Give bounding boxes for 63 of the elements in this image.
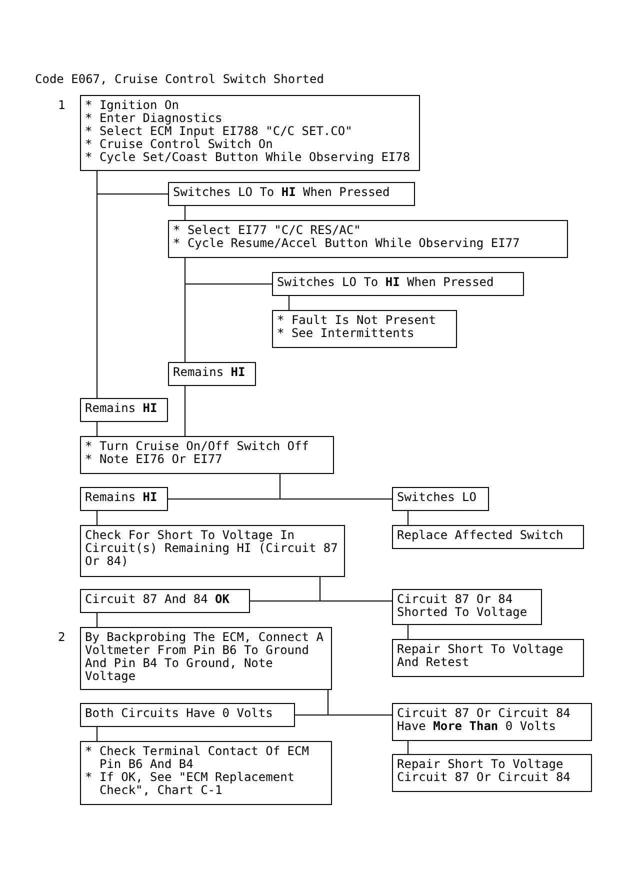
step-text: Repair Short To Voltage And Retest	[397, 643, 564, 669]
step-box	[80, 627, 332, 690]
step-text: * Turn Cruise On/Off Switch Off	[85, 440, 310, 453]
connector-line	[96, 510, 98, 526]
step-text: * Note EI76 Or EI77	[85, 453, 224, 466]
step-text: Circuit 87 Or Circuit 84 Have More Than 0 Volts	[397, 707, 572, 733]
connector-line	[96, 612, 98, 628]
step-box	[168, 182, 415, 206]
step-text: * See Intermittents	[277, 327, 416, 340]
step-box	[392, 754, 592, 792]
step-box	[392, 525, 584, 549]
step-box	[168, 220, 568, 258]
chart-title: Code E067, Cruise Control Switch Shorted	[35, 73, 324, 86]
connector-line	[320, 576, 392, 602]
step-box	[80, 703, 295, 727]
connector-line	[96, 726, 98, 742]
step-text: Remains HI	[85, 402, 158, 415]
step-box	[272, 272, 524, 296]
step-text: Circuit 87 And 84 OK	[85, 593, 230, 606]
step-text: Check For Short To Voltage In Circuit(s) Remaining HI (Circuit 87 Or 84)	[85, 529, 339, 568]
step-text: * Enter Diagnostics	[85, 112, 224, 125]
connector-line	[288, 296, 290, 310]
step-text: * Cycle Set/Coast Button While Observing EI78	[85, 151, 412, 164]
step-box	[80, 95, 420, 171]
step-box	[80, 525, 345, 577]
step-box	[392, 703, 592, 741]
connector-line	[184, 206, 186, 220]
step-box	[80, 436, 334, 474]
connector-line	[96, 422, 98, 436]
step-text: * If OK, See "ECM Replacement Check", Chart C-1	[85, 771, 296, 797]
step-text: Both Circuits Have 0 Volts	[85, 707, 274, 720]
connector-line	[96, 170, 98, 398]
step-text: * Cycle Resume/Accel Button While Observing EI77	[173, 237, 521, 250]
step-box	[392, 589, 542, 625]
step-text: Circuit 87 Or 84 Shorted To Voltage	[397, 593, 528, 619]
connector-line	[184, 258, 186, 362]
connector-line	[328, 690, 392, 716]
step-number: 1	[58, 99, 66, 112]
step-text: * Cruise Control Switch On	[85, 138, 274, 151]
step-text: * Fault Is Not Present	[277, 314, 437, 327]
step-number: 2	[58, 631, 66, 644]
step-text: Repair Short To Voltage Circuit 87 Or Circuit 84	[397, 758, 572, 784]
step-box	[80, 398, 168, 422]
step-text: Switches LO	[397, 491, 478, 504]
step-text: * Ignition On	[85, 99, 179, 112]
step-text: Remains HI	[173, 366, 246, 379]
step-box	[80, 589, 250, 613]
connector-line	[184, 386, 186, 436]
connector-line	[280, 474, 392, 500]
step-box	[168, 362, 256, 386]
step-text: * Select EI77 "C/C RES/AC"	[173, 224, 362, 237]
step-text: * Check Terminal Contact Of ECM Pin B6 And B4	[85, 745, 310, 771]
step-box	[392, 639, 584, 677]
step-text: Switches LO To HI When Pressed	[277, 276, 495, 289]
step-text: * Select ECM Input EI788 "C/C SET.CO"	[85, 125, 354, 138]
step-box	[80, 741, 332, 805]
step-text: By Backprobing The ECM, Connect A Voltmeter From Pin B6 To Ground And Pin B4 To Ground, Note Voltage	[85, 631, 324, 683]
step-box	[80, 487, 168, 511]
step-box	[272, 310, 457, 348]
step-text: Remains HI	[85, 491, 158, 504]
step-text: Replace Affected Switch	[397, 529, 564, 542]
step-box	[392, 487, 489, 511]
step-text: Switches LO To HI When Pressed	[173, 186, 391, 199]
